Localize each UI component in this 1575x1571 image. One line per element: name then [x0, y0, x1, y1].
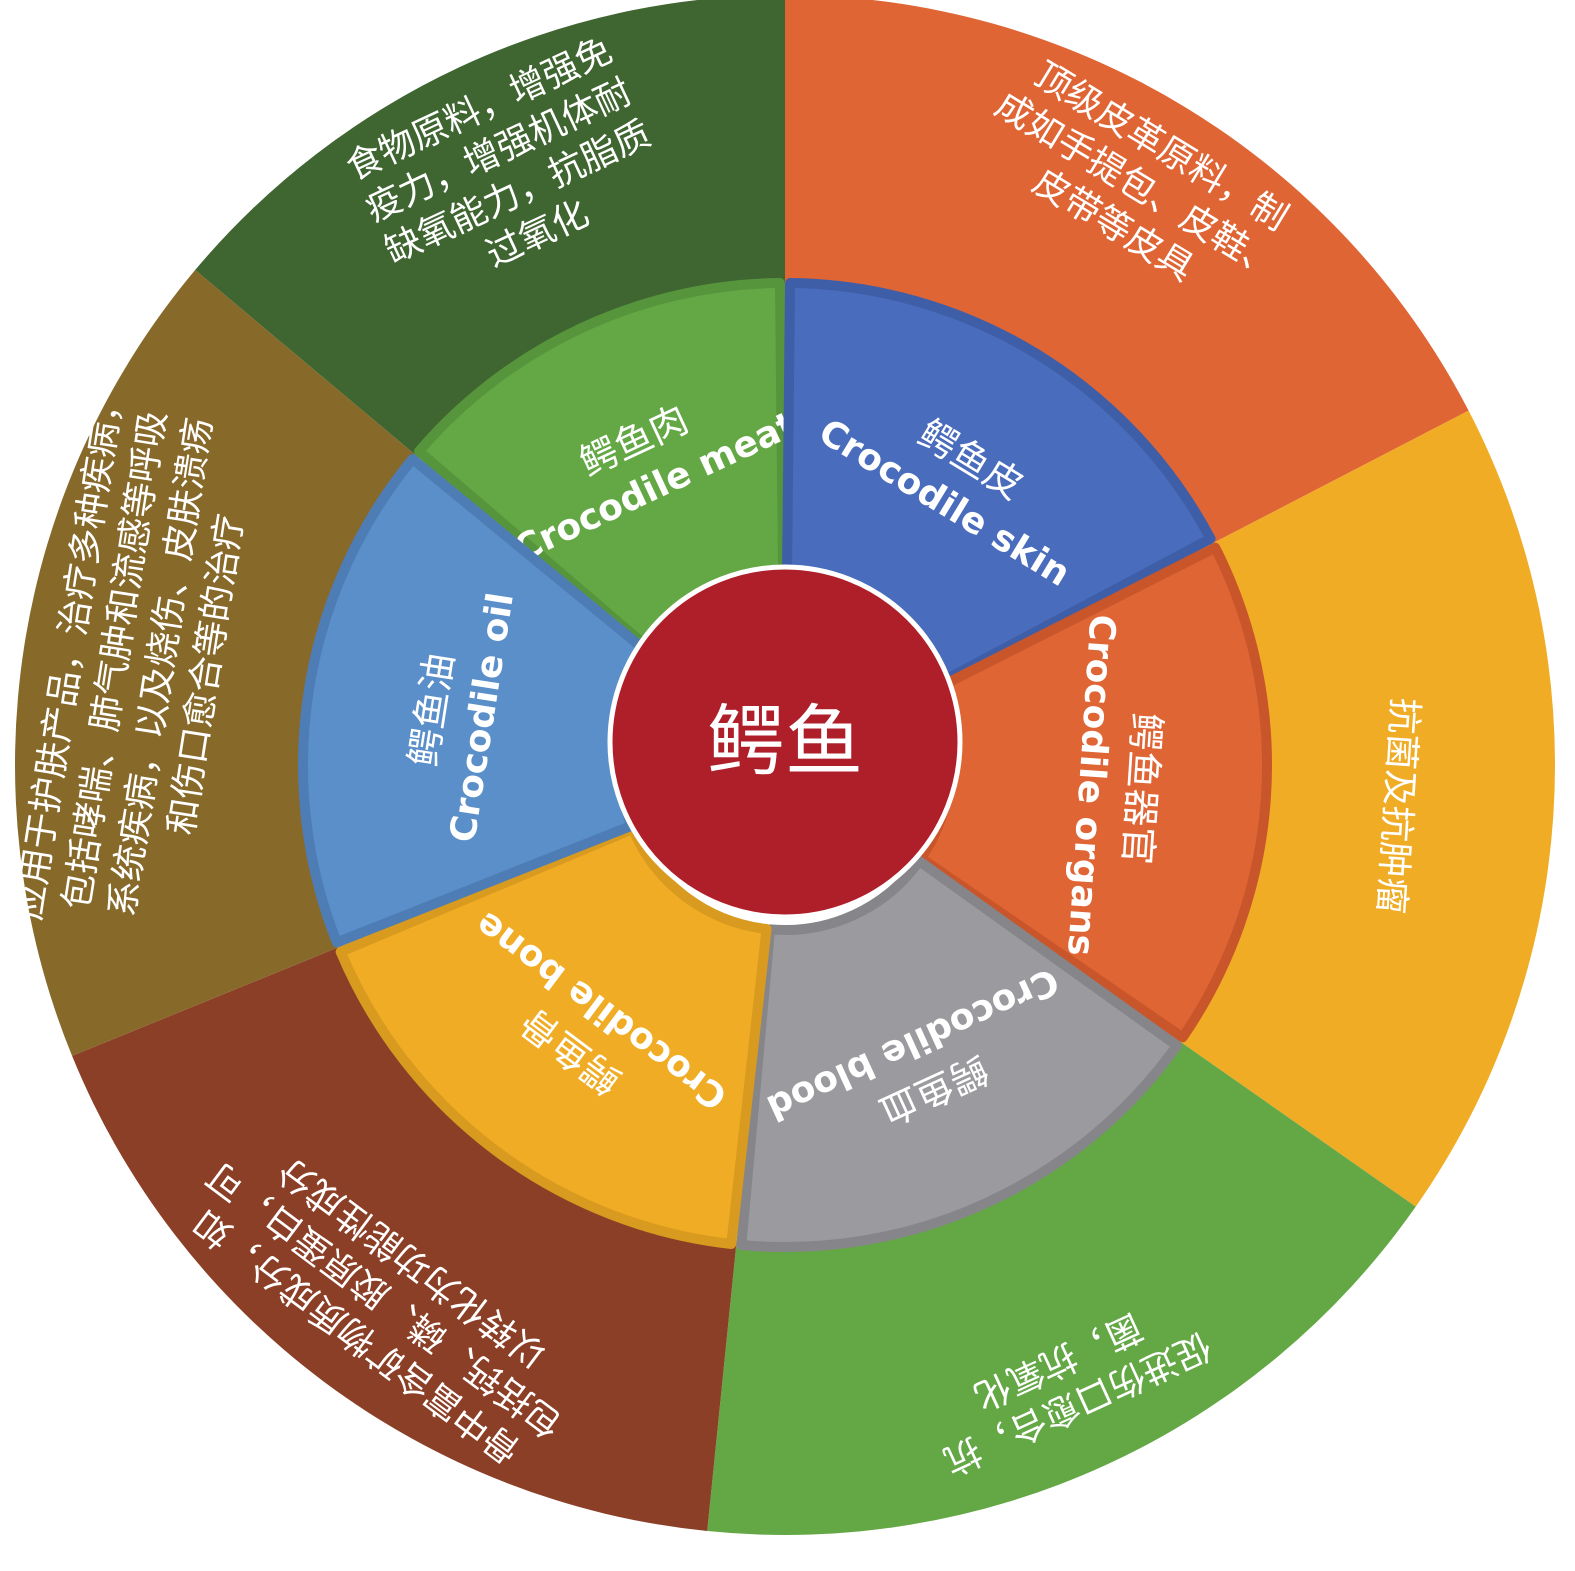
- center-circle: [607, 564, 963, 920]
- inner-segment-blood: 鳄鱼血 Crocodile blood: [736, 856, 1182, 1252]
- outer-segment-oil-uses: 应用于护肤产品，治疗多种疾病， 包括哮喘、肺气肿和流感等呼吸 系统疾病，以及烧伤…: [8, 270, 419, 1056]
- outer-sector: [785, 0, 1469, 546]
- inner-sector: [736, 856, 1182, 1252]
- outer-sector: [72, 945, 737, 1532]
- inner-label-cn: 鳄鱼器官: [1115, 711, 1169, 866]
- inner-segment-skin: 鳄鱼皮 Crocodile skin: [781, 278, 1216, 693]
- inner-segment-bone: 鳄鱼骨 Crocodile bone: [335, 823, 772, 1249]
- outer-segment-organs-uses: 抗菌及抗肿瘤: [1176, 410, 1555, 1207]
- outer-sector: [1176, 410, 1555, 1207]
- outer-sector: [14, 270, 419, 1056]
- center-node: 鳄鱼: [607, 564, 963, 920]
- outer-sector: [195, 0, 785, 458]
- inner-sector: [335, 823, 772, 1249]
- outer-ring: 食物原料，增强免 疫力，增强机体耐 缺氧能力，抗脂质 过氧化 顶级皮革原料，制 …: [8, 0, 1555, 1535]
- outer-segment-blood-uses: 促进伤口愈合，抗 菌，抗氧化: [707, 1039, 1416, 1535]
- outer-sector: [707, 1039, 1416, 1535]
- center-label: 鳄鱼: [707, 698, 863, 788]
